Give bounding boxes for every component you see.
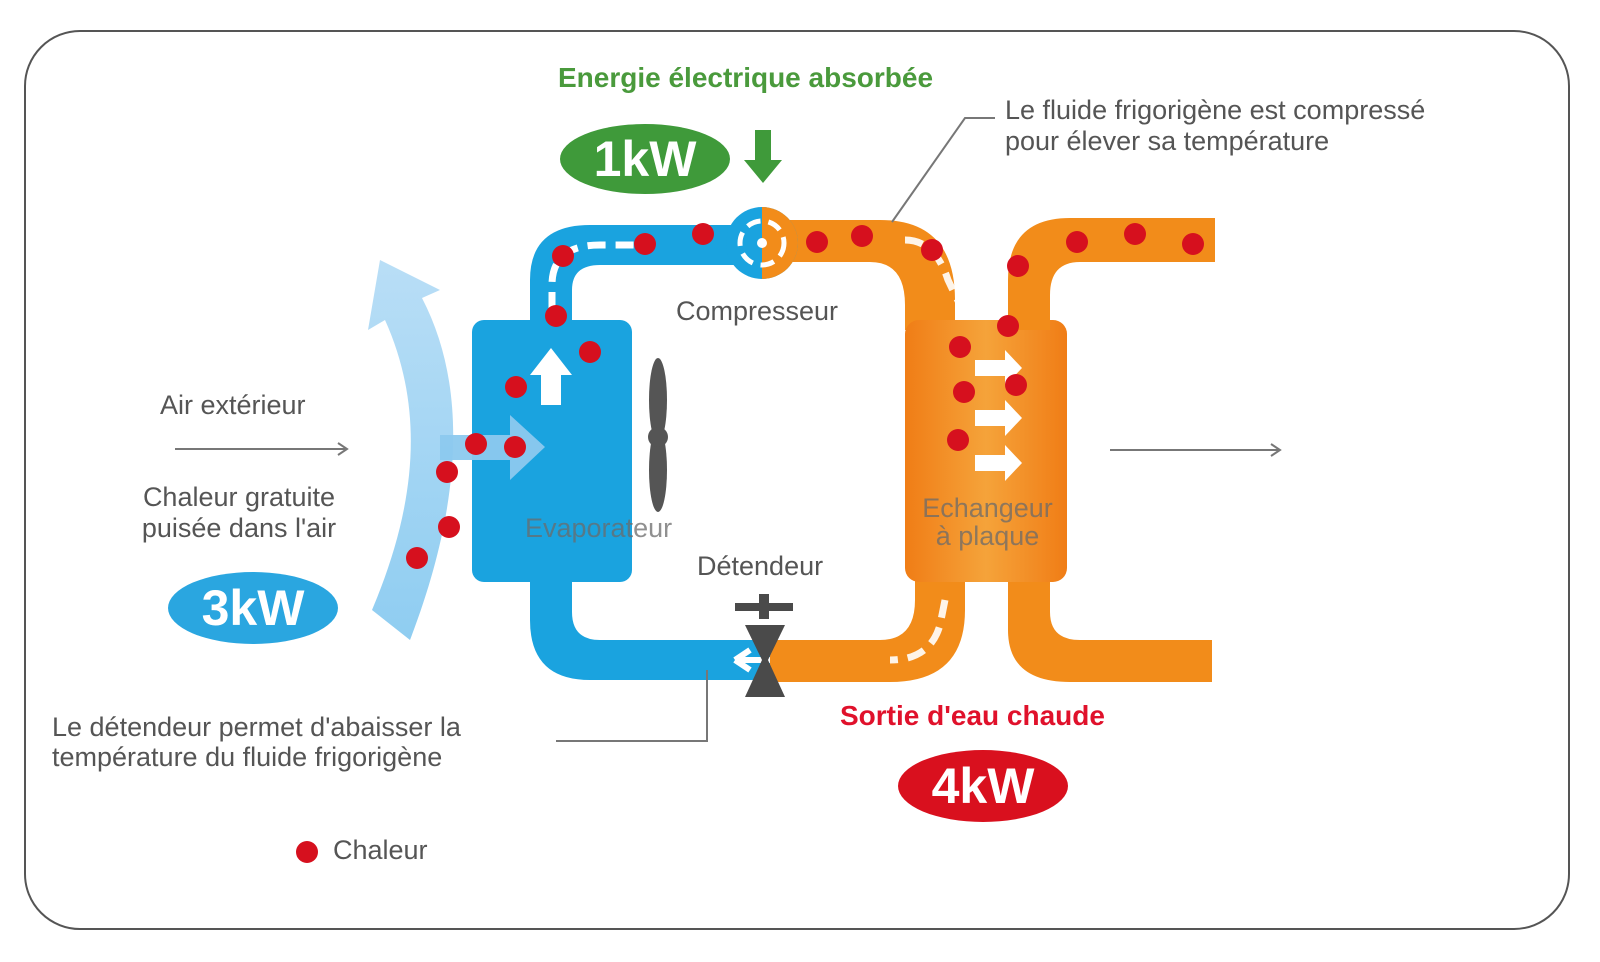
legend-heat-label: Chaleur [333, 835, 428, 865]
up-arrow-evaporator [530, 348, 572, 405]
flow-guide-lines [175, 117, 1282, 742]
outside-air-arrow [368, 260, 454, 640]
cold-return-pipe [530, 580, 770, 680]
energy-kw-badge: 1kW [560, 124, 730, 194]
water-inlet-pipe [1008, 218, 1215, 330]
expansion-valve-label: Détendeur [697, 551, 824, 581]
air-kw-badge: 3kW [168, 572, 338, 644]
energy-down-arrow [744, 130, 782, 183]
valve-note-line1: Le détendeur permet d'abaisser la [52, 712, 461, 742]
fan-icon [648, 358, 668, 512]
legend-heat-dot [296, 841, 318, 863]
exchanger-line2: à plaque [935, 521, 1040, 551]
energy-title: Energie électrique absorbée [558, 62, 934, 93]
heat-dots [406, 223, 1204, 569]
compressor-icon [726, 207, 798, 279]
hot-water-title: Sortie d'eau chaude [840, 700, 1105, 731]
cold-pipe [530, 225, 760, 330]
valve-note-line2: température du fluide frigorigène [52, 742, 443, 772]
air-into-evaporator-arrow [440, 415, 545, 480]
water-outlet-pipe [1008, 582, 1212, 682]
hot-water-kw-badge: 4kW [898, 750, 1068, 822]
diagram-frame [24, 30, 1570, 930]
evaporator-label: Evaporateur [525, 513, 673, 543]
free-heat-line2: puisée dans l'air [141, 513, 337, 543]
compressed-note-line2: pour élever sa température [1005, 126, 1330, 156]
exchanger-arrows [975, 350, 1022, 481]
hot-pipe-top [790, 220, 955, 330]
compressed-note-line1: Le fluide frigorigène est compressé [1005, 95, 1426, 125]
expansion-valve-icon [735, 594, 793, 697]
compressor-label: Compresseur [676, 296, 839, 326]
free-heat-line1: Chaleur gratuite [142, 482, 336, 512]
exchanger-line1: Echangeur [922, 493, 1053, 523]
outside-air-label: Air extérieur [160, 390, 306, 420]
